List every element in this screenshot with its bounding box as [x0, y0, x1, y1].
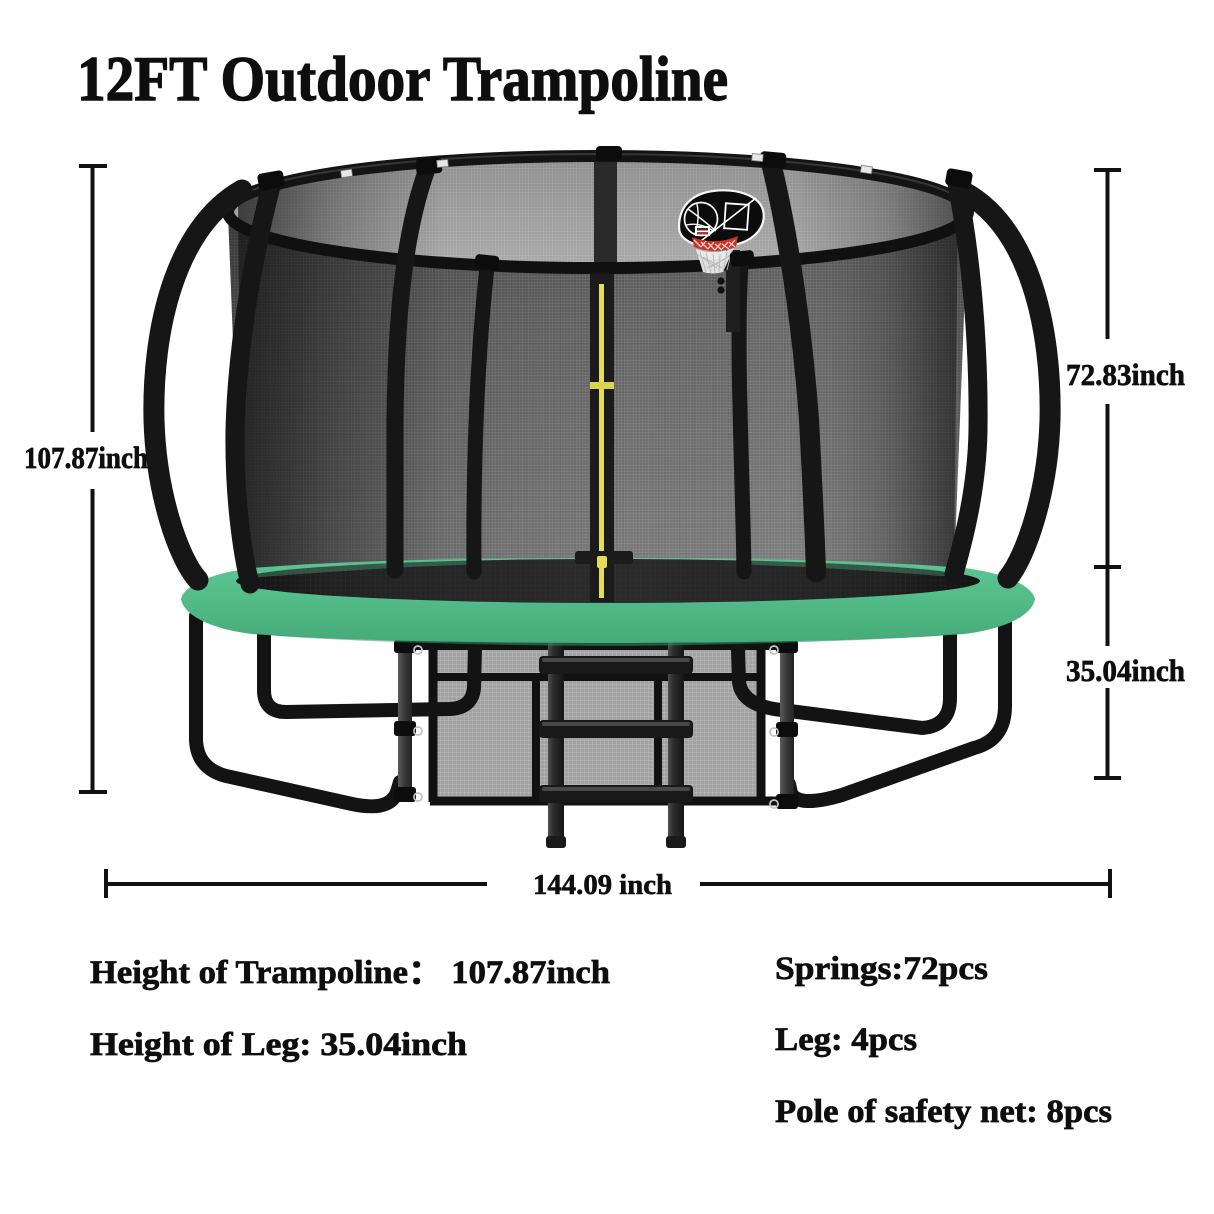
svg-text:Height of Trampoline： 107.87i: Height of Trampoline： 107.87inch: [90, 955, 610, 991]
svg-text:12FT Outdoor Trampoline: 12FT Outdoor Trampoline: [77, 43, 728, 114]
svg-text:Pole of safety net: 8pcs: Pole of safety net: 8pcs: [775, 1094, 1112, 1130]
svg-text:Height of Leg: 35.04inch: Height of Leg: 35.04inch: [90, 1027, 467, 1063]
svg-text:144.09 inch: 144.09 inch: [533, 870, 672, 901]
svg-text:35.04inch: 35.04inch: [1066, 653, 1185, 688]
svg-text:107.87inch: 107.87inch: [24, 440, 148, 475]
svg-text:Springs:72pcs: Springs:72pcs: [775, 951, 988, 987]
svg-text:72.83inch: 72.83inch: [1066, 357, 1185, 392]
svg-text:Leg: 4pcs: Leg: 4pcs: [775, 1022, 917, 1058]
